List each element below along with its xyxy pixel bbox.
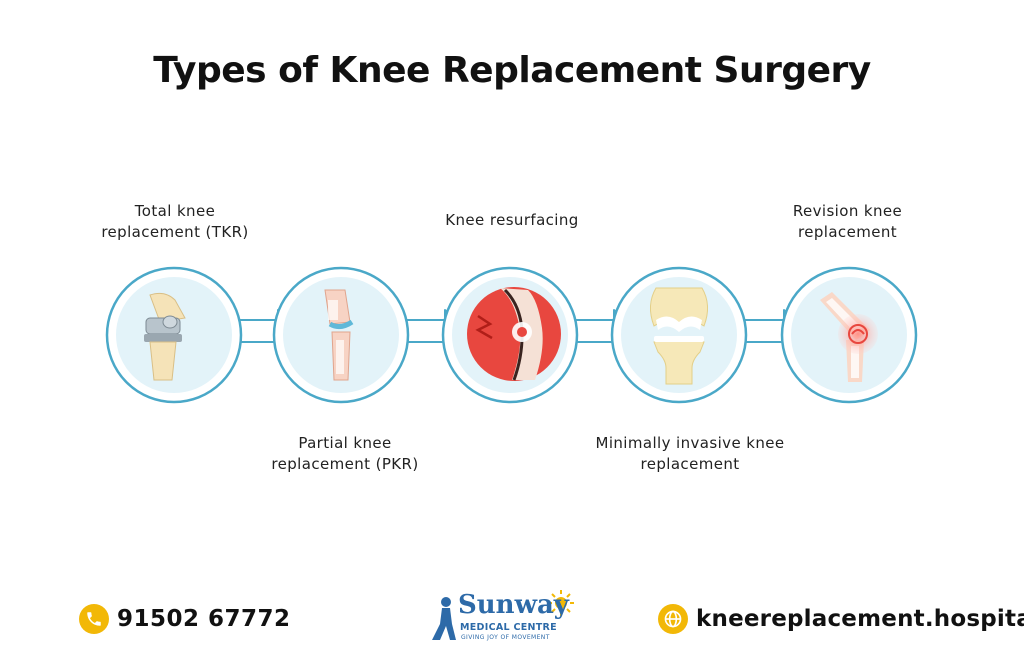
logo-subtitle: MEDICAL CENTRE bbox=[460, 622, 557, 633]
website-link[interactable]: kneereplacement.hospital bbox=[696, 606, 1024, 632]
globe-icon bbox=[658, 604, 688, 634]
step-circle-revision-knee bbox=[780, 266, 918, 404]
knee-implant-icon bbox=[144, 292, 186, 381]
knee-joint-icon bbox=[650, 287, 708, 385]
logo-figure-icon bbox=[432, 597, 456, 640]
knee-pain-icon bbox=[467, 287, 561, 381]
sunway-logo: Sunway MEDICAL CENTRE GIVING JOY OF MOVE… bbox=[428, 590, 578, 646]
phone-icon bbox=[79, 604, 109, 634]
step-circle-minimally-invasive bbox=[610, 266, 748, 404]
step-label-knee-resurfacing: Knee resurfacing bbox=[445, 211, 579, 229]
step-circle-total-knee bbox=[105, 266, 243, 404]
logo-tagline: GIVING JOY OF MOVEMENT bbox=[461, 634, 550, 641]
phone-number[interactable]: 91502 67772 bbox=[117, 606, 291, 632]
website-contact[interactable]: kneereplacement.hospital bbox=[658, 604, 1024, 634]
step-circle-knee-resurfacing bbox=[441, 266, 579, 404]
sun-icon bbox=[548, 590, 574, 616]
knee-bend-pain-icon bbox=[820, 292, 878, 382]
partial-knee-icon bbox=[324, 289, 354, 381]
logo-name: Sunway bbox=[458, 590, 569, 620]
page-title: Types of Knee Replacement Surgery bbox=[153, 50, 871, 91]
phone-contact[interactable]: 91502 67772 bbox=[79, 604, 291, 634]
step-circle-partial-knee bbox=[272, 266, 410, 404]
